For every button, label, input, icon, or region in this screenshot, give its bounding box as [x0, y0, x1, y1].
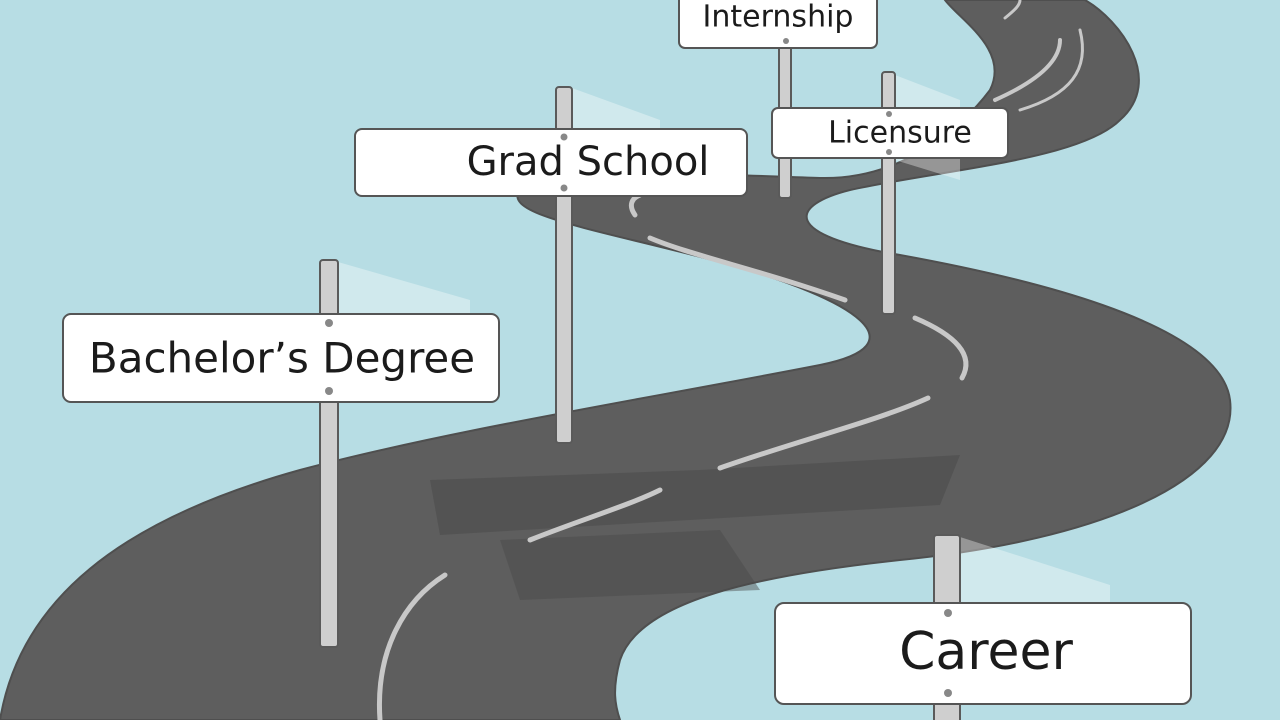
sign-bolt	[325, 319, 333, 327]
lane-marking	[1018, 28, 1084, 112]
sign-label-career: Career	[899, 622, 1073, 682]
sign-glare	[338, 262, 470, 314]
bachelors-degree-sign: Bachelor’s Degree	[62, 259, 500, 648]
sign-label-internship: Internship	[703, 0, 854, 35]
lane-marking	[1003, 0, 1022, 20]
sign-label-grad-school: Grad School	[467, 139, 710, 185]
lane-marking	[993, 38, 1062, 102]
sign-board	[774, 602, 1192, 705]
career-sign: Career	[774, 534, 1192, 720]
sign-bolt	[944, 689, 952, 697]
road-surface	[0, 0, 1232, 720]
sign-bolt	[560, 184, 568, 192]
lane-marking	[717, 395, 931, 471]
lane-marking	[647, 235, 848, 303]
sign-label-bachelors-degree: Bachelor’s Degree	[89, 334, 475, 383]
sign-bolt	[325, 387, 333, 395]
lane-marking	[527, 487, 663, 543]
grad-school-sign: Grad School	[354, 86, 748, 444]
sign-glare	[572, 88, 660, 130]
sign-board	[771, 107, 1009, 159]
licensure-sign: Licensure	[771, 71, 1009, 315]
sign-board	[678, 0, 878, 49]
sign-bolt	[886, 111, 892, 117]
sign-bolt	[886, 149, 892, 155]
sign-bolt	[783, 38, 789, 44]
lane-marking	[912, 315, 969, 381]
lane-marking	[376, 572, 448, 720]
winding-road	[0, 0, 1232, 720]
sign-shadow	[500, 530, 760, 600]
sign-bolt	[560, 133, 568, 141]
sign-label-licensure: Licensure	[828, 116, 972, 151]
sign-board	[62, 313, 500, 403]
sign-shadow	[430, 455, 960, 535]
sign-bolt	[944, 609, 952, 617]
sign-glare	[960, 537, 1110, 602]
sign-board	[354, 128, 748, 197]
